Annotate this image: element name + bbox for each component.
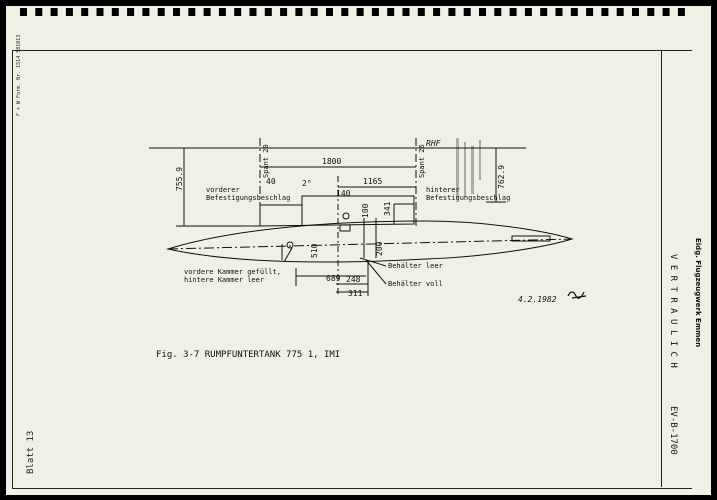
binding-hole [524,8,532,16]
binding-hole [555,8,563,16]
binding-hole [677,8,685,16]
annotation-labels: vorderer Befestigungsbeschlag hinterer B… [184,186,510,288]
frame-left-label: Spant 20 [262,144,270,178]
binding-hole [371,8,379,16]
binding-hole [111,8,119,16]
binding-hole [142,8,150,16]
dim-341: 341 [383,201,392,216]
binding-hole [127,8,135,16]
dim-1165: 1165 [363,177,382,186]
binding-hole [356,8,364,16]
rear-mount-label-2: Befestigungsbeschlag [426,194,510,202]
rotated-dimension-texts: 755.9 762.9 Spant 20 Spant 26 100 341 51… [175,144,506,258]
binding-hole [463,8,471,16]
dim-248: 248 [346,275,361,284]
binding-hole [632,8,639,16]
binding-hole [20,8,27,16]
binding-hole [586,8,594,16]
dim-762-9: 762.9 [497,165,506,189]
binding-hole [50,8,58,16]
binding-hole [280,8,288,16]
page-frame [12,50,692,489]
figure-caption: Fig. 3-7 RUMPFUNTERTANK 775 1, IMI [156,350,341,360]
tank-empty-label: Behälter leer [388,262,443,270]
dim-311: 311 [348,289,363,298]
binding-hole [264,8,272,16]
binding-hole [310,8,318,16]
binding-hole [96,8,104,16]
dim-100: 100 [361,203,370,218]
technical-drawing: RHF 1800 1165 2° 140 40 689 248 311 4.2.… [6,6,711,495]
front-mount-label-2: Befestigungsbeschlag [206,194,290,202]
dim-1800: 1800 [322,157,341,166]
document-page: F + W Form. Nr. 1514 581013 Blatt 13 Eid… [6,6,711,495]
binding-hole [387,8,395,16]
dim-755-9: 755.9 [175,167,184,191]
binding-hole [540,8,548,16]
binding-hole [616,8,624,16]
binding-hole [601,8,609,16]
binding-hole [570,8,578,16]
chamber-state-label-2: hintere Kammer leer [184,276,264,284]
binding-holes [6,6,711,20]
binding-hole [234,8,242,16]
dimension-texts: RHF 1800 1165 2° 140 40 689 248 311 4.2.… [266,139,557,304]
binding-hole [173,8,180,16]
binding-hole [188,8,196,16]
binding-hole [433,8,441,16]
tank-full-label: Behälter voll [388,280,443,288]
dim-200: 200 [375,241,384,256]
binding-hole [479,8,486,16]
binding-hole [509,8,517,16]
signature-mark [567,291,587,299]
binding-hole [65,8,73,16]
binding-hole [448,8,456,16]
right-margin-line [661,50,662,487]
dim-510: 510 [310,243,319,258]
dim-2deg: 2° [302,179,312,188]
binding-hole [203,8,211,16]
binding-hole [402,8,410,16]
binding-hole [35,8,43,16]
dim-689: 689 [326,274,341,283]
chamber-state-label-1: vordere Kammer gefüllt, [184,268,281,276]
reference-line-label: RHF [426,139,441,148]
dim-40: 40 [266,177,276,186]
frame-right-label: Spant 26 [418,144,426,178]
date-signature: 4.2.1982 [518,295,557,304]
binding-hole [295,8,303,16]
binding-hole [494,8,502,16]
binding-hole [249,8,257,16]
binding-hole [326,8,333,16]
dim-140: 140 [336,189,351,198]
binding-hole [647,8,655,16]
binding-hole [81,8,89,16]
binding-hole [662,8,670,16]
binding-hole [341,8,349,16]
binding-hole [417,8,425,16]
rear-mount-label-1: hinterer [426,186,460,194]
binding-hole [157,8,165,16]
front-mount-label-1: vorderer [206,186,240,194]
binding-hole [218,8,226,16]
